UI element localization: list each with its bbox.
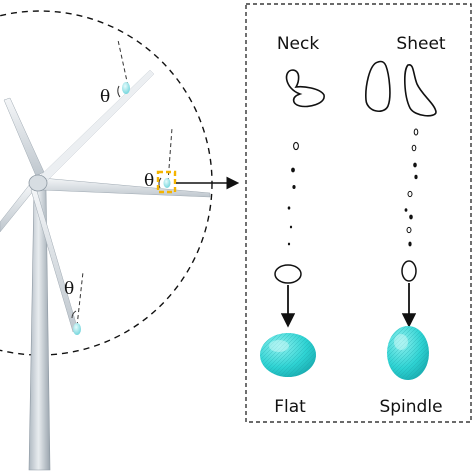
droplet-icon <box>408 241 412 247</box>
angle-arc-middle <box>158 177 162 189</box>
result-label-spindle: Spindle <box>379 397 442 417</box>
reference-line-middle <box>167 127 173 183</box>
neck-droplet-sequence <box>274 141 302 284</box>
droplet-icon <box>291 167 295 173</box>
droplet-icon <box>406 226 412 234</box>
droplet-icon <box>287 242 291 246</box>
droplet-icon <box>413 162 417 168</box>
turbine-blade-right <box>41 177 211 198</box>
droplet-icon <box>401 260 417 282</box>
droplet-icon <box>292 185 296 189</box>
flat-droplet-render <box>260 333 316 377</box>
droplet-icon <box>274 264 302 284</box>
zoom-panel: Neck Sheet <box>245 3 472 423</box>
droplet-icon <box>289 225 293 229</box>
turbine-blade-lower-left <box>0 183 35 233</box>
droplet-icon <box>409 214 413 220</box>
column-title-neck: Neck <box>277 34 320 54</box>
droplet-icon <box>404 208 408 212</box>
angle-label-bottom: θ <box>64 279 74 299</box>
turbine-blade-upper <box>3 97 45 177</box>
reference-line-top <box>117 39 129 87</box>
droplet-icon <box>407 190 413 198</box>
droplet-icon <box>73 323 81 335</box>
droplet-icon <box>414 174 418 180</box>
highlight-box <box>156 170 177 194</box>
sheet-breakup-outline-left <box>365 60 391 113</box>
column-title-sheet: Sheet <box>396 34 445 54</box>
droplet-icon <box>122 82 130 94</box>
turbine-group: θ θ θ <box>0 10 240 471</box>
reference-line-bottom <box>76 271 84 327</box>
droplet-icon <box>163 178 171 188</box>
result-label-flat: Flat <box>274 397 306 417</box>
droplet-icon <box>293 141 299 151</box>
angle-arc-top <box>117 85 121 98</box>
turbine-blade-upper-right <box>39 69 155 183</box>
turbine-hub <box>28 174 48 192</box>
sheet-droplet-sequence <box>401 128 419 282</box>
droplet-icon <box>411 144 417 152</box>
angle-label-middle: θ <box>144 171 154 191</box>
droplet-icon <box>287 206 291 210</box>
sheet-breakup-outline-right <box>404 64 437 117</box>
spindle-droplet-render <box>387 326 429 380</box>
droplet-icon <box>413 128 419 136</box>
angle-label-top: θ <box>100 87 110 107</box>
neck-breakup-outline <box>285 69 325 108</box>
angle-arc-bottom <box>71 310 77 319</box>
